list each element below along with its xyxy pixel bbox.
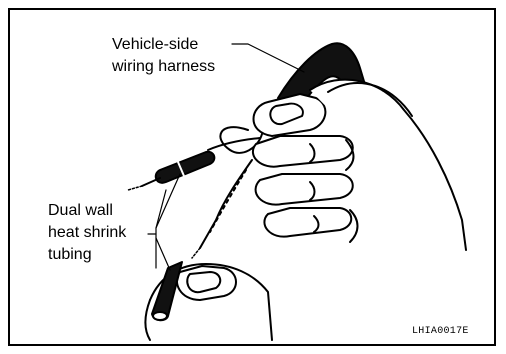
upper-hand-thumb [254, 94, 326, 136]
figure-frame: Vehicle-side wiring harness Dual wall he… [8, 8, 496, 346]
label-dual-wall-line3: tubing [48, 244, 92, 265]
label-dual-wall-line1: Dual wall [48, 200, 113, 221]
figure-code: LHIA0017E [412, 326, 469, 337]
label-vehicle-side-line1: Vehicle-side [112, 34, 198, 55]
stripped-conductor-lower [192, 248, 200, 258]
finger-1 [253, 136, 353, 167]
heat-shrink-tube-upper [156, 152, 215, 183]
finger-2 [256, 174, 353, 205]
label-dual-wall-line2: heat shrink [48, 222, 126, 243]
lower-thumb [177, 266, 236, 300]
illustration [10, 10, 498, 348]
label-vehicle-side-line2: wiring harness [112, 56, 215, 77]
finger-3 [264, 208, 351, 237]
lower-hand-edge [146, 300, 151, 340]
heat-shrink-tube-lower-end [153, 312, 167, 320]
leader-vehicle-side [232, 44, 304, 72]
leader-dual-wall-lower [156, 238, 170, 270]
stripped-conductor-upper [128, 186, 142, 190]
